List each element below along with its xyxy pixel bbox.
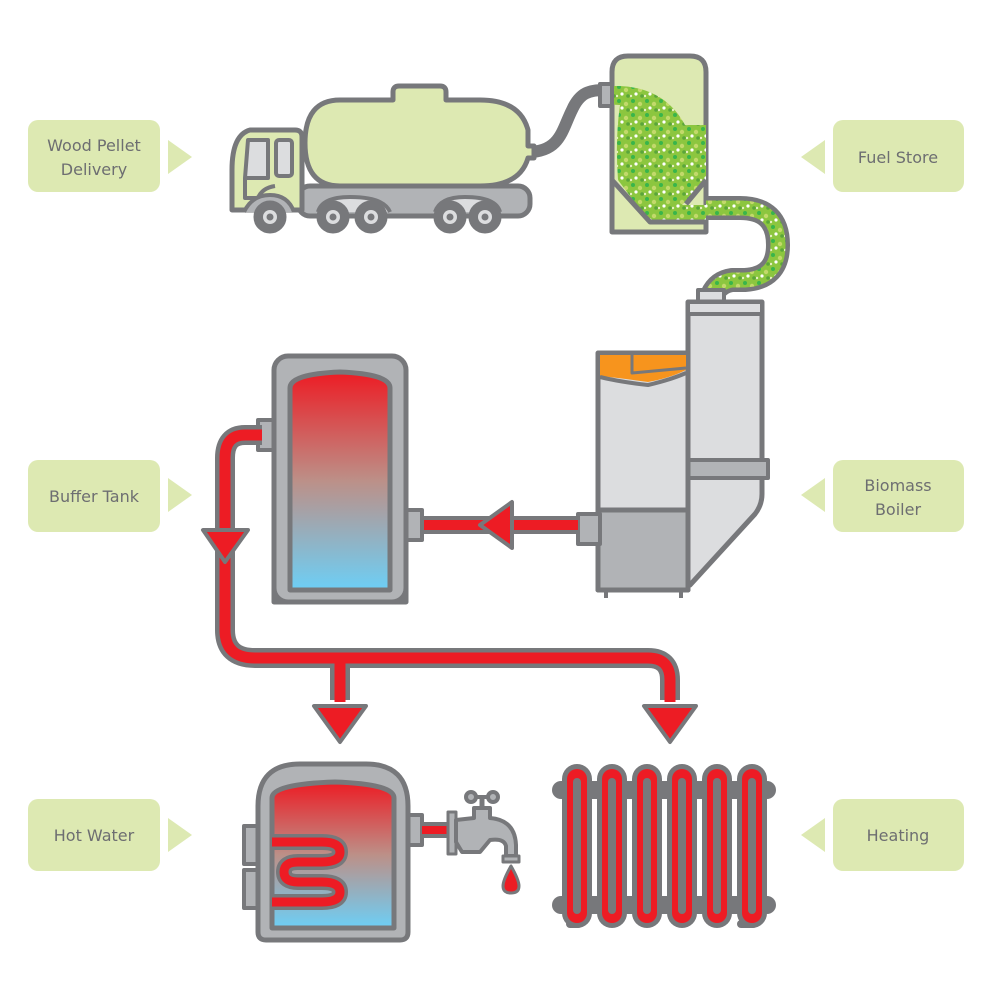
pipe-boiler-to-buffer: [418, 500, 578, 550]
radiator-column-core: [608, 778, 616, 914]
radiator-column-core: [573, 778, 581, 914]
pointer-right-icon: [168, 818, 192, 852]
pointer-right-icon: [168, 140, 192, 174]
label-buffer-tank: Buffer Tank: [28, 460, 192, 532]
label-biomass-boiler: Biomass Boiler: [801, 460, 964, 532]
wheel-icon: [253, 200, 287, 234]
flow-arrow-down-icon: [201, 528, 250, 564]
tap-icon: [420, 790, 521, 895]
label-line: Hot Water: [54, 826, 135, 845]
wheel-icon: [433, 200, 467, 234]
label-line: Buffer Tank: [49, 487, 140, 506]
fuel-store-silo-icon: [598, 53, 790, 301]
delivery-hose: [527, 84, 606, 158]
label-line: Biomass: [864, 476, 931, 495]
radiator-column-core: [713, 778, 721, 914]
wheel-icon: [316, 200, 350, 234]
tanker-truck-icon: [229, 83, 606, 234]
flow-arrow-down-icon: [642, 704, 698, 744]
label-hot-water: Hot Water: [28, 799, 192, 871]
flow-arrow-down-icon: [312, 704, 368, 744]
label-line: Boiler: [875, 500, 922, 519]
hot-water-cylinder-icon: [242, 761, 521, 943]
pointer-left-icon: [801, 478, 825, 512]
pointer-right-icon: [168, 478, 192, 512]
wheel-icon: [354, 200, 388, 234]
label-wood-pellet-delivery: Wood Pellet Delivery: [28, 120, 192, 192]
buffer-tank-icon: [256, 353, 424, 605]
radiator-icon: [552, 764, 776, 928]
biomass-boiler-icon: [576, 288, 770, 598]
pipe-distribution: [201, 425, 698, 744]
label-line: Wood Pellet: [47, 136, 141, 155]
flow-arrow-left-icon: [478, 500, 514, 550]
radiator-column-core: [643, 778, 651, 914]
label-line: Fuel Store: [858, 148, 938, 167]
label-fuel-store: Fuel Store: [801, 120, 964, 192]
water-drop-icon: [501, 864, 521, 895]
pointer-left-icon: [801, 818, 825, 852]
label-line: Heating: [867, 826, 930, 845]
wheel-icon: [468, 200, 502, 234]
radiator-column-core: [748, 778, 756, 914]
label-line: Delivery: [61, 160, 127, 179]
pointer-left-icon: [801, 140, 825, 174]
label-heating: Heating: [801, 799, 964, 871]
radiator-column-core: [678, 778, 686, 914]
